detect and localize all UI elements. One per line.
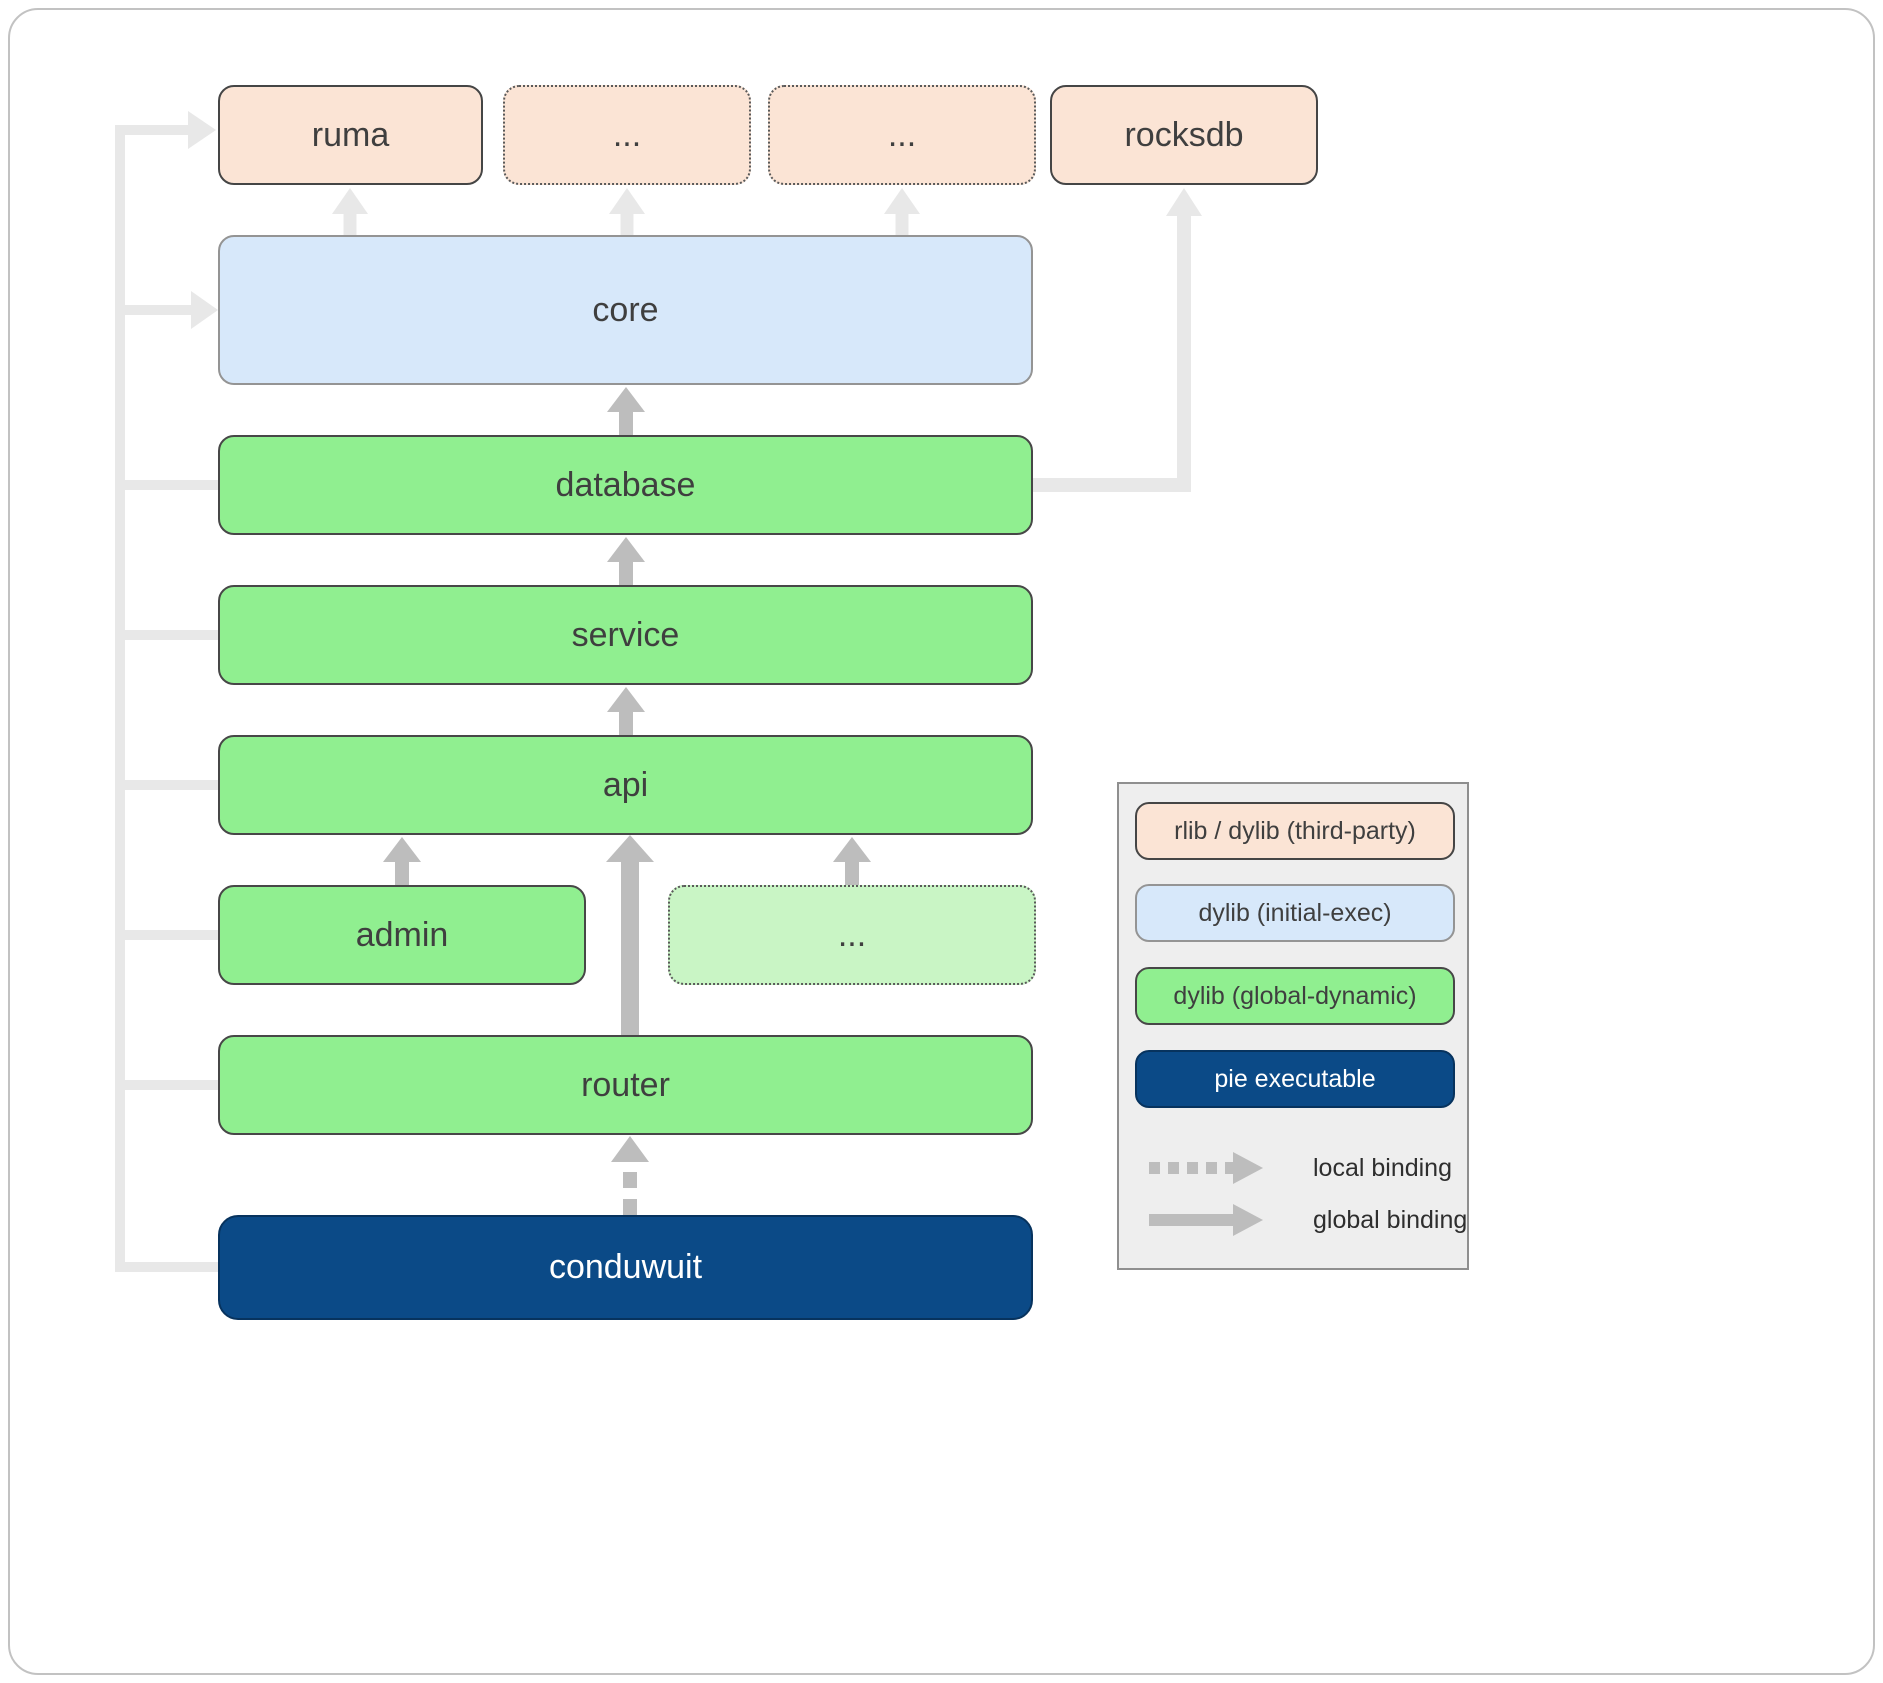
local-binding-label: local binding xyxy=(1313,1153,1452,1182)
arrowhead xyxy=(383,837,421,862)
tree-trunk xyxy=(115,125,218,1272)
node-api: api xyxy=(218,735,1033,835)
legend-item-initial-exec: dylib (initial-exec) xyxy=(1135,884,1455,942)
arrow-core-ellipsis-1 xyxy=(609,188,645,235)
arrowhead xyxy=(1166,188,1202,216)
node-conduwuit: conduwuit xyxy=(218,1215,1033,1320)
arrowhead xyxy=(606,835,654,862)
arrowhead xyxy=(833,837,871,862)
legend-local-binding: local binding xyxy=(1147,1148,1452,1188)
global-binding-arrow-icon xyxy=(1149,1204,1263,1236)
diagram-outer-frame xyxy=(8,8,1875,1675)
arrow-conduwuit-router-local xyxy=(611,1136,649,1215)
legend: rlib / dylib (third-party) dylib (initia… xyxy=(1117,782,1469,1270)
arrowhead xyxy=(1233,1152,1263,1184)
arrow-database-rocksdb xyxy=(1033,188,1202,492)
arrowhead xyxy=(609,188,645,214)
legend-item-third-party: rlib / dylib (third-party) xyxy=(1135,802,1455,860)
arrow-core-ellipsis-2 xyxy=(884,188,920,235)
node-mid-ellipsis: ... xyxy=(668,885,1036,985)
arrow-database-core xyxy=(607,387,645,435)
arrow-admin-api xyxy=(383,837,421,885)
node-service: service xyxy=(218,585,1033,685)
node-router: router xyxy=(218,1035,1033,1135)
arrow-ellipsis-api xyxy=(833,837,871,885)
node-top-ellipsis-1: ... xyxy=(503,85,751,185)
node-ruma: ruma xyxy=(218,85,483,185)
local-binding-arrow-icon xyxy=(1149,1152,1263,1184)
node-top-ellipsis-2: ... xyxy=(768,85,1036,185)
node-database: database xyxy=(218,435,1033,535)
legend-global-binding: global binding xyxy=(1147,1200,1467,1240)
arrow-api-service xyxy=(607,687,645,735)
arrow-core-ruma xyxy=(332,188,368,235)
arrowhead xyxy=(607,387,645,412)
tree-arrowhead-core xyxy=(191,291,218,329)
arrowhead xyxy=(611,1136,649,1162)
legend-item-pie-executable: pie executable xyxy=(1135,1050,1455,1108)
arrowhead xyxy=(1233,1204,1263,1236)
arrowhead xyxy=(607,687,645,712)
legend-item-global-dynamic: dylib (global-dynamic) xyxy=(1135,967,1455,1025)
global-binding-label: global binding xyxy=(1313,1205,1468,1234)
arrow-service-database xyxy=(607,537,645,585)
arrowhead xyxy=(884,188,920,214)
node-core: core xyxy=(218,235,1033,385)
arrow-router-api xyxy=(606,835,654,1035)
arrowhead xyxy=(332,188,368,214)
tree-arrowhead-ruma xyxy=(188,111,216,149)
binding-tree-conduwuit xyxy=(115,111,218,1272)
node-rocksdb: rocksdb xyxy=(1050,85,1318,185)
arrowhead xyxy=(607,537,645,562)
edge xyxy=(1033,214,1191,492)
node-admin: admin xyxy=(218,885,586,985)
